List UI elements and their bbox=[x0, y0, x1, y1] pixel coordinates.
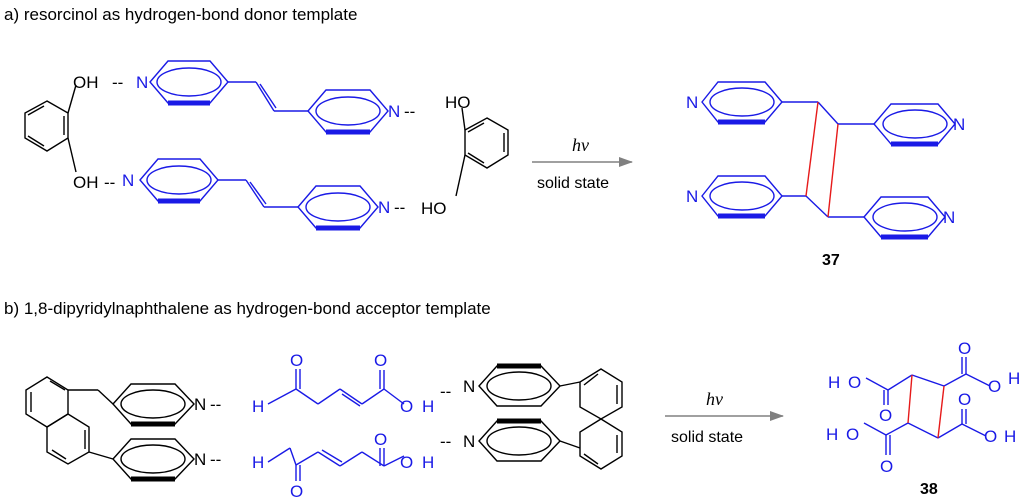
n-label-a1: N bbox=[136, 73, 148, 92]
h-label-b3: H bbox=[252, 453, 264, 472]
ho-label-2: HO bbox=[421, 199, 447, 218]
fumaric-acid-top bbox=[267, 369, 405, 407]
bpe-bottom bbox=[139, 158, 379, 231]
ho-label-1: HO bbox=[445, 93, 471, 112]
o-label-b4: O bbox=[290, 482, 303, 500]
h-label-b4: H bbox=[422, 453, 434, 472]
o-label-38g: O bbox=[958, 390, 971, 409]
cyclobutane-38 bbox=[907, 374, 945, 439]
n-label-a3: N bbox=[122, 171, 134, 190]
n-label-b4: N bbox=[463, 432, 475, 451]
h-label-38b: H bbox=[1008, 369, 1020, 388]
h-label-b2: H bbox=[422, 397, 434, 416]
hbond-a2: -- bbox=[104, 173, 115, 192]
o-label-38c: O bbox=[958, 339, 971, 358]
caption-b: b) 1,8-dipyridylnaphthalene as hydrogen-… bbox=[4, 299, 491, 318]
o-label-38d: O bbox=[988, 377, 1001, 396]
solid-state-label-b: solid state bbox=[671, 429, 743, 446]
n-label-37a: N bbox=[686, 93, 698, 112]
hbond-a3: -- bbox=[404, 102, 415, 121]
compound-number-38: 38 bbox=[920, 481, 938, 498]
o-label-b3: O bbox=[400, 397, 413, 416]
h-label-b1: H bbox=[252, 397, 264, 416]
oh-label-2: OH bbox=[73, 173, 99, 192]
resorcinol-right bbox=[455, 107, 509, 197]
n-label-b3: N bbox=[463, 377, 475, 396]
n-label-37c: N bbox=[686, 187, 698, 206]
o-label-b6: O bbox=[400, 453, 413, 472]
o-label-38f: O bbox=[880, 457, 893, 476]
n-label-37b: N bbox=[953, 115, 965, 134]
caption-a: a) resorcinol as hydrogen-bond donor tem… bbox=[4, 5, 357, 24]
hv-label-b: hν bbox=[706, 389, 723, 409]
h-label-38c: H bbox=[826, 425, 838, 444]
oh-label-1: OH bbox=[73, 73, 99, 92]
n-label-b1: N bbox=[194, 395, 206, 414]
cyclobutane-37 bbox=[805, 101, 839, 218]
product-38 bbox=[863, 357, 991, 455]
n-label-a4: N bbox=[378, 198, 390, 217]
product-37 bbox=[701, 81, 956, 240]
hv-label-a: hν bbox=[572, 135, 589, 155]
n-label-37d: N bbox=[943, 208, 955, 227]
n-label-a2: N bbox=[388, 102, 400, 121]
o-label-b5: O bbox=[374, 430, 387, 449]
h-label-38d: H bbox=[1004, 427, 1016, 446]
h-label-38a: H bbox=[828, 373, 840, 392]
hbond-b3: -- bbox=[440, 382, 451, 401]
n-label-b2: N bbox=[194, 450, 206, 469]
o-label-b2: O bbox=[374, 351, 387, 370]
fumaric-acid-bottom bbox=[267, 447, 405, 481]
o-label-38b: O bbox=[879, 406, 892, 425]
hbond-b1: -- bbox=[210, 395, 221, 414]
hbond-a1: -- bbox=[112, 73, 123, 92]
o-label-38e: O bbox=[846, 425, 859, 444]
o-label-b1: O bbox=[290, 351, 303, 370]
o-label-38a: O bbox=[848, 373, 861, 392]
hbond-b2: -- bbox=[210, 450, 221, 469]
hbond-a4: -- bbox=[394, 198, 405, 217]
hbond-b4: -- bbox=[440, 432, 451, 451]
resorcinol-left bbox=[24, 84, 77, 173]
naphthalene-left bbox=[25, 376, 195, 482]
solid-state-label-a: solid state bbox=[537, 175, 609, 192]
o-label-38h: O bbox=[984, 427, 997, 446]
compound-number-37: 37 bbox=[822, 252, 840, 269]
bpe-top bbox=[149, 60, 389, 135]
naphthalene-right bbox=[478, 363, 623, 470]
